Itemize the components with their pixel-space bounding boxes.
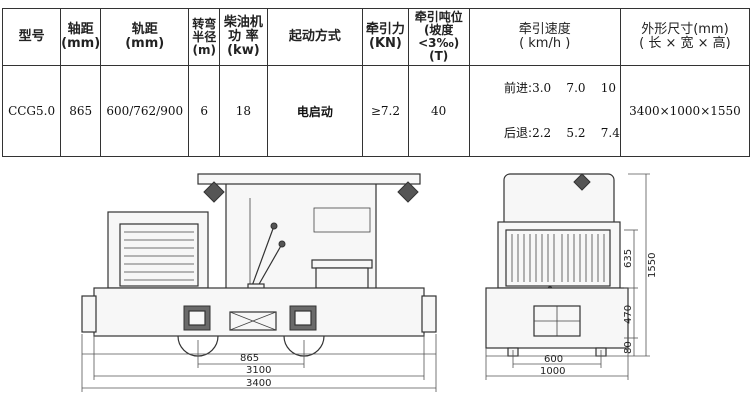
- front-dim-bottom-height: 80: [623, 341, 634, 354]
- front-dim-top-height: 635: [623, 249, 634, 268]
- speed-reverse-line: 后退:2.2 5.2 7.4: [474, 111, 620, 156]
- side-buffer-left: [81, 295, 97, 333]
- side-dim-middle: 3100: [246, 365, 271, 376]
- header-model: 型号: [1, 8, 62, 66]
- front-dim-width: 1000: [540, 366, 565, 377]
- speed-forward-label: 前进:: [504, 81, 533, 95]
- front-dim-gauge: 600: [544, 354, 563, 365]
- speed-reverse-label: 后退:: [504, 126, 533, 140]
- cell-traction: ≥7.2: [362, 65, 409, 157]
- header-tonnage: 牵引吨位 (坡度<3‰) (T): [407, 8, 470, 66]
- cell-diesel-power: 18: [219, 65, 268, 157]
- header-diesel-power: 柴油机 功 率 (kw): [219, 8, 268, 66]
- front-dim-mid-height: 470: [623, 305, 634, 324]
- speed-reverse-values: 2.2 5.2 7.4: [532, 126, 620, 140]
- front-dim-total-height: 1550: [647, 253, 658, 278]
- cell-model: CCG5.0: [1, 65, 62, 157]
- cell-tonnage: 40: [407, 65, 470, 157]
- cell-gauge: 600/762/900: [100, 65, 190, 157]
- side-radiator: [119, 223, 199, 287]
- speed-forward-line: 前进:3.0 7.0 10: [474, 67, 620, 112]
- spec-header-row: 型号 轴距 (mm) 轨距 (mm) 转弯 半径 (m) 柴油机 功 率 (kw…: [1, 8, 750, 66]
- front-lamp: [573, 173, 591, 191]
- side-seat: [311, 259, 373, 269]
- front-radiator-grille: [511, 234, 605, 282]
- cell-wheelbase: 865: [60, 65, 102, 157]
- cell-start-mode: 电启动: [266, 65, 364, 157]
- side-window: [313, 207, 371, 233]
- spec-data-row: CCG5.0 865 600/762/900 6 18 电启动 ≥7.2 40 …: [1, 65, 750, 157]
- side-radiator-grille: [124, 231, 194, 281]
- side-dimension-lines: [81, 334, 437, 392]
- front-dimension-lines: [485, 173, 650, 380]
- header-speed: 牵引速度 ( km/h ): [468, 8, 621, 66]
- side-roof: [197, 173, 421, 185]
- cell-turn-radius: 6: [188, 65, 221, 157]
- side-view-drawing: 865 3100 3400: [81, 173, 437, 392]
- side-lamp-left: [203, 181, 225, 203]
- side-dim-length: 3400: [246, 378, 271, 389]
- header-turn-radius: 转弯 半径 (m): [188, 8, 221, 66]
- header-wheelbase: 轴距 (mm): [60, 8, 102, 66]
- side-dim-wheelbase: 865: [240, 353, 259, 364]
- header-dimensions: 外形尺寸(mm) ( 长 × 宽 × 高): [619, 8, 750, 66]
- front-view-drawing: 635 1550 470 80 600 1000: [485, 173, 658, 380]
- header-traction: 牵引力 (KN): [362, 8, 409, 66]
- side-buffer-right: [421, 295, 437, 333]
- header-gauge: 轨距 (mm): [100, 8, 190, 66]
- speed-forward-values: 3.0 7.0 10: [532, 81, 617, 95]
- front-radiator: [505, 229, 611, 287]
- side-lamp-right: [397, 181, 419, 203]
- cell-speed: 前进:3.0 7.0 10 后退:2.2 5.2 7.4: [468, 65, 621, 157]
- cell-dimensions: 3400×1000×1550: [619, 65, 750, 157]
- header-start-mode: 起动方式: [266, 8, 364, 66]
- spec-table: 型号 轴距 (mm) 轨距 (mm) 转弯 半径 (m) 柴油机 功 率 (kw…: [1, 8, 750, 157]
